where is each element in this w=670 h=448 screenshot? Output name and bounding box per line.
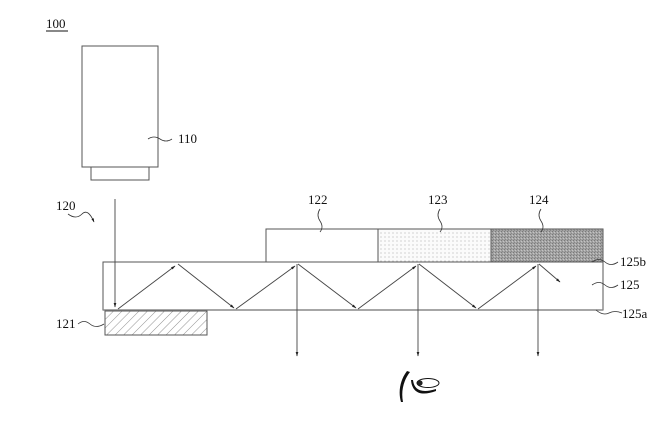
optical-system-pointer: 120 — [56, 198, 95, 223]
top-surface-label: 125b — [620, 254, 646, 269]
out-coupler-strip: 122 123 124 — [265, 192, 604, 263]
out-coupler-3-label: 124 — [529, 192, 549, 207]
in-coupler-leader — [77, 321, 105, 327]
out-coupler-1-leader — [317, 208, 323, 233]
in-coupler-label: 121 — [56, 316, 76, 331]
waveguide-label: 125 — [620, 277, 640, 292]
bottom-surface-label: 125a — [622, 306, 648, 321]
top-surface-leader — [591, 259, 619, 265]
out-coupler-1 — [265, 228, 379, 263]
projector-leader-line — [147, 136, 173, 142]
out-coupler-3-leader — [538, 208, 544, 233]
ray-segment — [418, 263, 477, 309]
bottom-surface-leader — [595, 309, 623, 315]
in-coupler-block — [104, 310, 208, 336]
ray-segment — [297, 263, 357, 309]
out-coupler-2 — [377, 228, 492, 263]
projector-body — [81, 45, 159, 168]
figure-number: 100 — [46, 16, 68, 32]
projector-lens — [90, 166, 150, 181]
projector-label: 110 — [178, 131, 197, 146]
light-path — [113, 199, 561, 357]
out-coupler-2-leader — [437, 208, 443, 233]
waveguide-leader — [591, 282, 619, 288]
waveguide-body — [102, 261, 604, 311]
ray-segment — [357, 265, 417, 310]
ray-segment — [477, 265, 537, 310]
eye-icon — [399, 371, 440, 402]
curved-arrow-icon — [67, 211, 95, 223]
out-coupler-1-label: 122 — [308, 192, 328, 207]
ray-exit-segment — [538, 263, 561, 283]
projector: 110 — [81, 45, 197, 181]
waveguide: 125b 125 125a — [102, 254, 648, 321]
ray-segment — [177, 263, 235, 309]
figure-number-text: 100 — [46, 16, 66, 31]
optical-system-label: 120 — [56, 198, 76, 213]
ray-segment — [117, 265, 176, 310]
in-coupler: 121 — [56, 310, 208, 336]
out-coupler-2-label: 123 — [428, 192, 448, 207]
out-coupler-3 — [490, 228, 604, 263]
ray-segment — [235, 265, 296, 310]
